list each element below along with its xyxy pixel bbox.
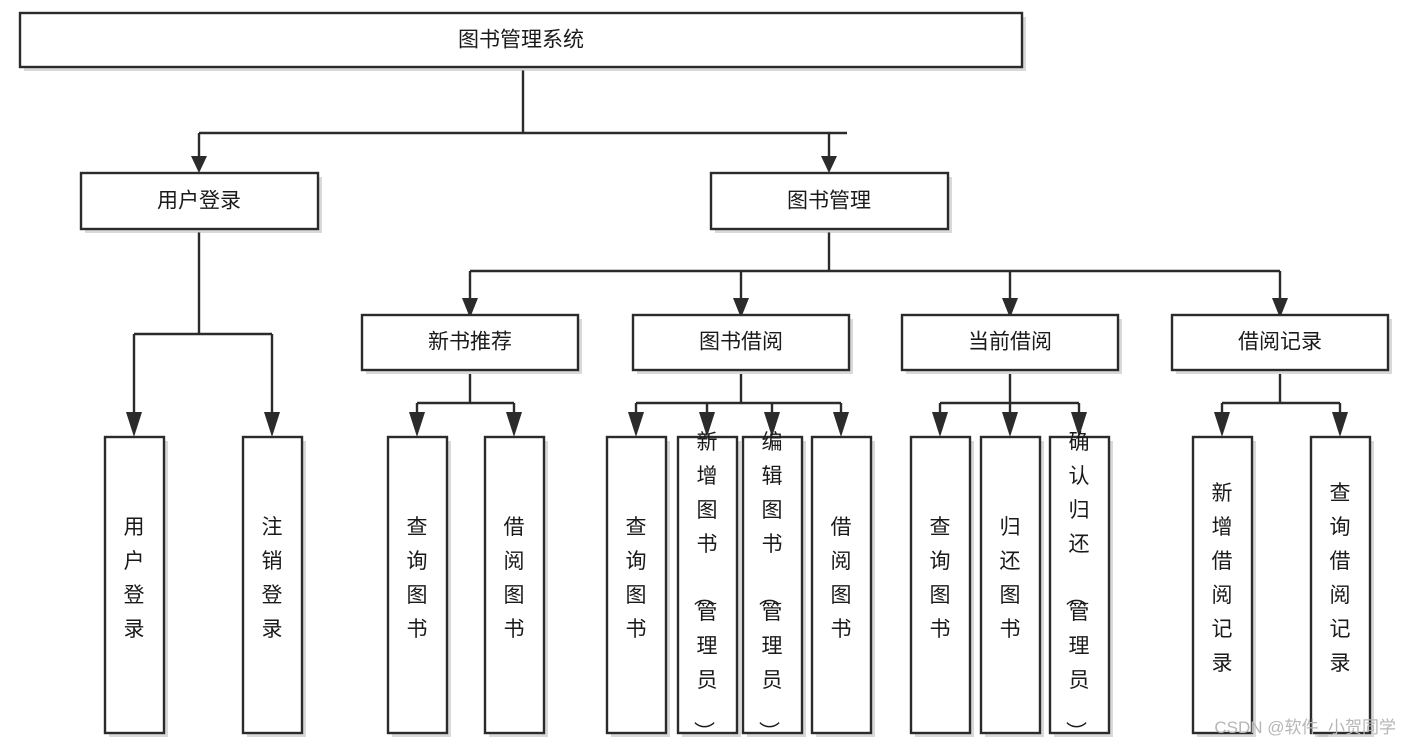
arrow-to-leaf-add-book bbox=[699, 412, 715, 437]
arrow-to-new-book-recommend bbox=[462, 298, 478, 318]
node-current-borrow-label: 当前借阅 bbox=[968, 331, 1052, 354]
node-leaf-borrow-book-1-box[interactable] bbox=[483, 435, 546, 735]
node-leaf-query-book-2-label: 查询图书 bbox=[626, 516, 647, 641]
node-leaf-add-record-label: 新增借阅记录 bbox=[1212, 482, 1233, 675]
node-leaf-user-logout-box[interactable] bbox=[241, 435, 304, 735]
node-leaf-query-book-3-box[interactable] bbox=[909, 435, 972, 735]
node-leaf-add-book-label: 新增图书（管理员） bbox=[692, 431, 718, 742]
node-leaf-query-book-1-box[interactable] bbox=[386, 435, 449, 735]
node-leaf-return-book-box[interactable] bbox=[979, 435, 1042, 735]
node-book-borrow-box[interactable] bbox=[631, 313, 851, 372]
watermark-label: CSDN @软件_小贺同学 bbox=[1214, 718, 1396, 737]
node-leaf-query-book-2-box[interactable] bbox=[605, 435, 668, 735]
node-new-book-recommend-label: 新书推荐 bbox=[428, 331, 512, 354]
node-leaf-add-record-box[interactable] bbox=[1191, 435, 1254, 735]
node-leaf-query-record-label: 查询借阅记录 bbox=[1330, 482, 1351, 675]
node-book-borrow[interactable]: 图书借阅 bbox=[631, 313, 853, 374]
arrow-to-leaf-edit-book bbox=[764, 412, 780, 437]
node-new-book-recommend-box[interactable] bbox=[360, 313, 580, 372]
node-user-login-label: 用户登录 bbox=[157, 190, 241, 213]
arrow-to-leaf-borrow-book-1 bbox=[506, 412, 522, 437]
arrow-to-leaf-borrow-book-2 bbox=[833, 412, 849, 437]
node-leaf-edit-book-label: 编辑图书（管理员） bbox=[757, 431, 783, 742]
node-book-manage-box[interactable] bbox=[709, 171, 950, 231]
edge-group bbox=[126, 70, 1348, 437]
node-leaf-borrow-book-2-box[interactable] bbox=[810, 435, 873, 735]
node-root-box[interactable] bbox=[18, 11, 1024, 69]
node-leaf-user-login-box[interactable] bbox=[103, 435, 166, 735]
arrow-to-leaf-add-record bbox=[1214, 412, 1230, 437]
node-current-borrow[interactable]: 当前借阅 bbox=[900, 313, 1122, 374]
arrow-to-book-manage bbox=[821, 156, 837, 173]
node-leaf-query-book-3[interactable]: 查询图书 bbox=[909, 435, 974, 737]
arrow-to-leaf-query-book-1 bbox=[409, 412, 425, 437]
node-leaf-user-login[interactable]: 用户登录 bbox=[103, 435, 168, 737]
arrow-to-user-login bbox=[191, 156, 207, 173]
node-borrow-record[interactable]: 借阅记录 bbox=[1170, 313, 1392, 374]
arrow-to-leaf-query-book-2 bbox=[628, 412, 644, 437]
node-leaf-edit-book[interactable]: 编辑图书（管理员） bbox=[741, 431, 806, 742]
node-leaf-query-book-2[interactable]: 查询图书 bbox=[605, 435, 670, 737]
node-user-login-box[interactable] bbox=[79, 171, 320, 231]
arrow-to-current-borrow bbox=[1002, 298, 1018, 318]
node-leaf-return-book[interactable]: 归还图书 bbox=[979, 435, 1044, 737]
node-root[interactable]: 图书管理系统 bbox=[18, 11, 1026, 71]
node-borrow-record-label: 借阅记录 bbox=[1238, 331, 1322, 354]
arrow-to-leaf-user-login bbox=[126, 412, 142, 437]
node-user-login[interactable]: 用户登录 bbox=[79, 171, 322, 233]
node-leaf-borrow-book-2-label: 借阅图书 bbox=[831, 516, 852, 641]
node-leaf-borrow-book-1-label: 借阅图书 bbox=[504, 516, 525, 641]
node-leaf-confirm-return-label: 确认归还（管理员） bbox=[1064, 431, 1090, 742]
node-leaf-confirm-return-box[interactable] bbox=[1048, 435, 1111, 735]
node-leaf-add-book[interactable]: 新增图书（管理员） bbox=[676, 431, 741, 742]
node-root-label: 图书管理系统 bbox=[458, 29, 584, 52]
node-leaf-query-record-box[interactable] bbox=[1309, 435, 1372, 735]
arrow-to-leaf-return-book bbox=[1002, 412, 1018, 437]
node-new-book-recommend[interactable]: 新书推荐 bbox=[360, 313, 582, 374]
node-leaf-query-book-1[interactable]: 查询图书 bbox=[386, 435, 451, 737]
node-leaf-query-book-3-label: 查询图书 bbox=[930, 516, 951, 641]
node-leaf-user-logout-label: 注销登录 bbox=[262, 516, 283, 641]
node-leaf-user-login-label: 用户登录 bbox=[124, 516, 145, 641]
node-leaf-borrow-book-1[interactable]: 借阅图书 bbox=[483, 435, 548, 737]
arrow-to-leaf-query-record bbox=[1332, 412, 1348, 437]
node-book-manage[interactable]: 图书管理 bbox=[709, 171, 952, 233]
node-leaf-confirm-return[interactable]: 确认归还（管理员） bbox=[1048, 431, 1113, 742]
arrow-to-leaf-confirm-return bbox=[1071, 412, 1087, 437]
node-book-manage-label: 图书管理 bbox=[787, 190, 871, 213]
node-leaf-add-record[interactable]: 新增借阅记录 bbox=[1191, 435, 1256, 737]
node-leaf-borrow-book-2[interactable]: 借阅图书 bbox=[810, 435, 875, 737]
arrow-to-leaf-query-book-3 bbox=[932, 412, 948, 437]
node-leaf-return-book-label: 归还图书 bbox=[1000, 516, 1021, 641]
node-leaf-query-book-1-label: 查询图书 bbox=[407, 516, 428, 641]
arrow-to-book-borrow bbox=[733, 298, 749, 318]
arrow-to-borrow-record bbox=[1272, 298, 1288, 318]
arrow-to-leaf-user-logout bbox=[264, 412, 280, 437]
node-leaf-query-record[interactable]: 查询借阅记录 bbox=[1309, 435, 1374, 737]
node-leaf-add-book-box[interactable] bbox=[676, 435, 739, 735]
node-borrow-record-box[interactable] bbox=[1170, 313, 1390, 372]
node-book-borrow-label: 图书借阅 bbox=[699, 331, 783, 354]
node-leaf-user-logout[interactable]: 注销登录 bbox=[241, 435, 306, 737]
node-leaf-edit-book-box[interactable] bbox=[741, 435, 804, 735]
node-current-borrow-box[interactable] bbox=[900, 313, 1120, 372]
